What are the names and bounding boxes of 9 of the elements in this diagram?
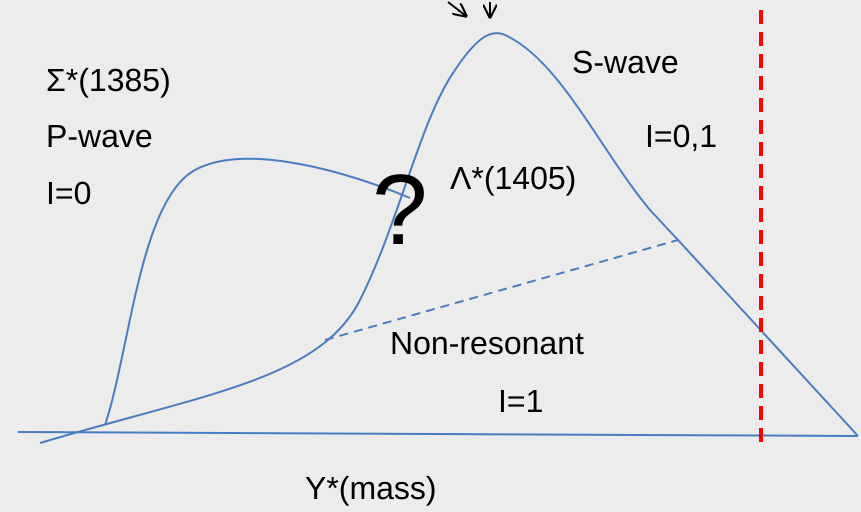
particle-label: Λ*(1405) (450, 162, 576, 194)
particle-label: Σ*(1385) (46, 64, 171, 96)
wave-label: P-wave (46, 120, 153, 152)
isospin-label: I=0,1 (645, 120, 718, 152)
wave-label: S-wave (572, 46, 679, 78)
isospin-label: I=0 (46, 177, 92, 209)
isospin-label: I=1 (498, 385, 544, 417)
axis-label: Y*(mass) (305, 472, 437, 504)
region-label: Non-resonant (390, 327, 584, 359)
